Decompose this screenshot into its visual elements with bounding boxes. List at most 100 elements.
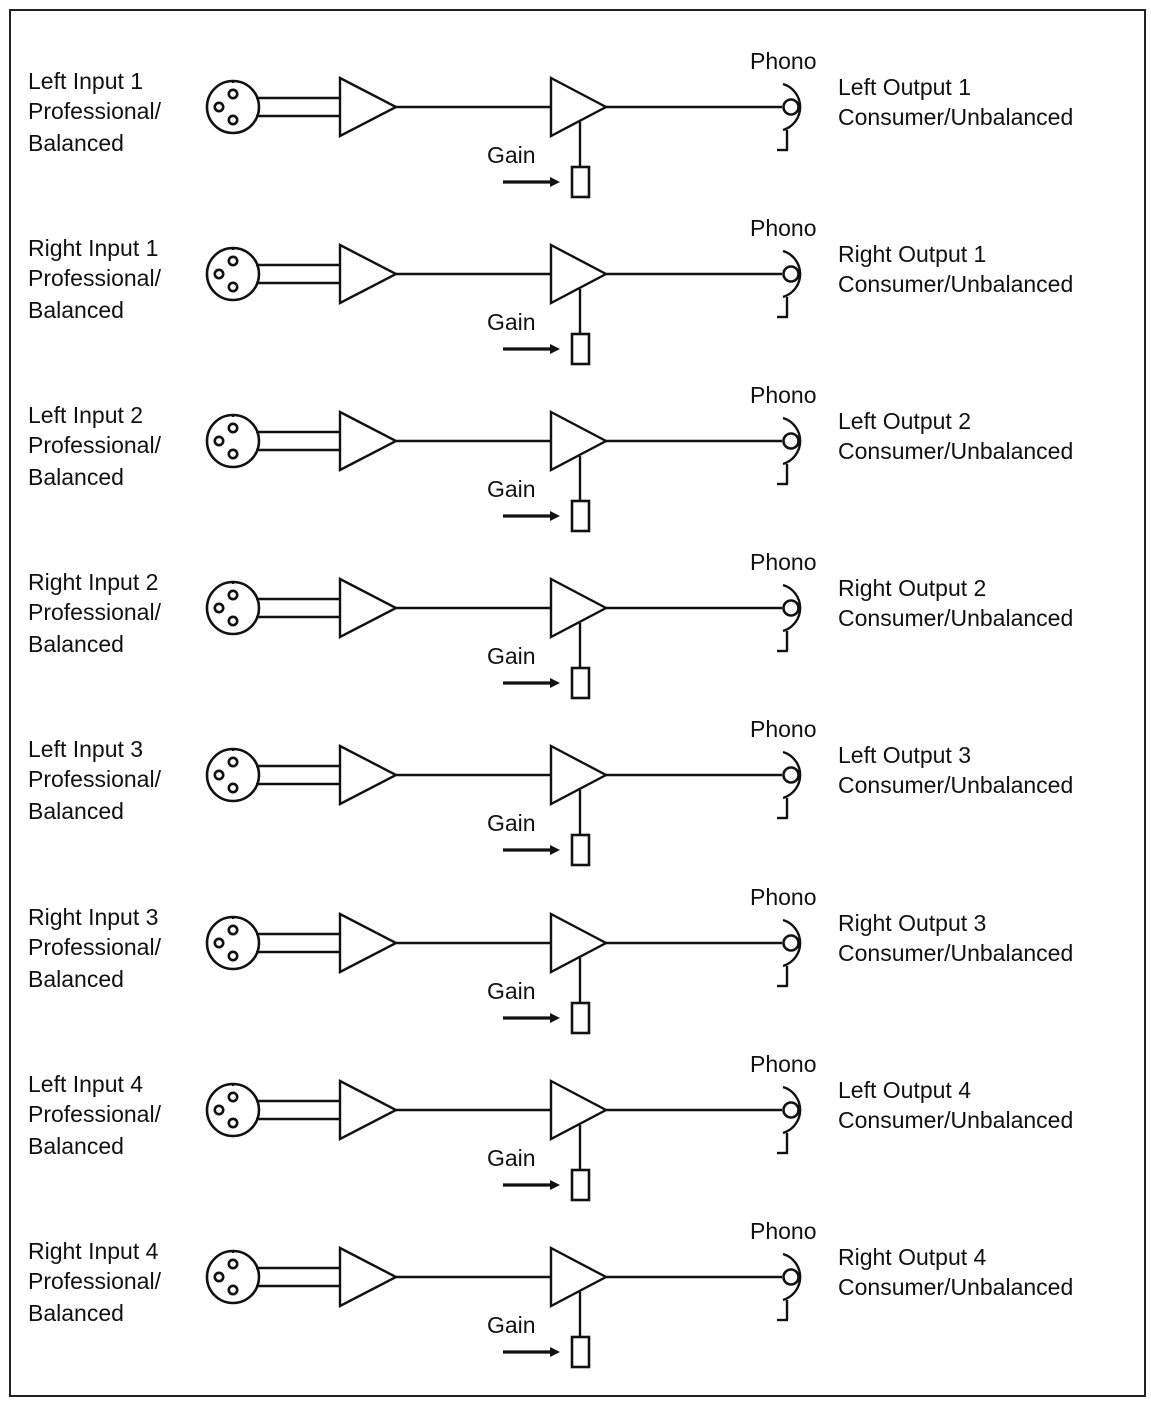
output-name-label: Left Output 4 xyxy=(838,1077,971,1103)
amplifier-icon xyxy=(338,243,399,305)
xlr-connector-icon xyxy=(205,79,261,135)
output-type-label: Consumer/Unbalanced xyxy=(838,438,1073,464)
output-name-label: Left Output 1 xyxy=(838,74,971,100)
input-type-label: Balanced xyxy=(28,798,124,824)
input-type-label: Professional/ xyxy=(28,599,162,625)
gain-control-icon xyxy=(570,332,591,366)
gain-label: Gain xyxy=(487,476,536,502)
input-type-label: Balanced xyxy=(28,297,124,323)
channel-row: Right Input 2 Professional/Balanced Gain Ph… xyxy=(28,549,1073,700)
phono-jack-icon xyxy=(777,416,802,486)
input-name-label: Right Input 3 xyxy=(28,904,158,930)
phono-jack-icon xyxy=(777,750,802,820)
amplifier-icon xyxy=(338,912,399,974)
output-name-label: Right Output 4 xyxy=(838,1244,987,1270)
amplifier-icon xyxy=(338,410,399,472)
phono-label: Phono xyxy=(750,884,817,910)
output-type-label: Consumer/Unbalanced xyxy=(838,271,1073,297)
gain-control-icon xyxy=(570,1001,591,1035)
xlr-connector-icon xyxy=(205,580,261,636)
phono-jack-icon xyxy=(777,1085,802,1155)
amplifier-icon xyxy=(338,76,399,138)
amplifier-icon xyxy=(338,744,399,806)
phono-jack-icon xyxy=(777,583,802,653)
output-type-label: Consumer/Unbalanced xyxy=(838,1107,1073,1133)
input-name-label: Left Input 3 xyxy=(28,736,143,762)
output-name-label: Right Output 1 xyxy=(838,241,986,267)
input-name-label: Right Input 1 xyxy=(28,235,158,261)
channel-row: Left Input 2 Professional/Balanced Gain Pho… xyxy=(28,382,1073,533)
gain-label: Gain xyxy=(487,1145,536,1171)
input-type-label: Professional/ xyxy=(28,265,162,291)
amplifier-icon xyxy=(549,1246,609,1308)
input-name-label: Left Input 4 xyxy=(28,1071,143,1097)
output-type-label: Consumer/Unbalanced xyxy=(838,940,1073,966)
input-type-label: Professional/ xyxy=(28,934,162,960)
channel-row: Left Input 4 Professional/Balanced Gain Pho… xyxy=(28,1051,1073,1202)
channel-row: Left Input 3 Professional/Balanced Gain Pho… xyxy=(28,716,1073,867)
amplifier-icon xyxy=(549,410,609,472)
gain-control-icon xyxy=(570,165,591,199)
amplifier-icon xyxy=(549,76,609,138)
input-type-label: Professional/ xyxy=(28,432,162,458)
output-type-label: Consumer/Unbalanced xyxy=(838,605,1073,631)
output-type-label: Consumer/Unbalanced xyxy=(838,104,1073,130)
input-name-label: Left Input 1 xyxy=(28,68,143,94)
amplifier-icon xyxy=(549,1079,609,1141)
amplifier-icon xyxy=(338,577,399,639)
gain-control-icon xyxy=(570,666,591,700)
phono-label: Phono xyxy=(750,1051,817,1077)
amplifier-icon xyxy=(338,1246,399,1308)
input-type-label: Balanced xyxy=(28,464,124,490)
phono-label: Phono xyxy=(750,1218,817,1244)
output-name-label: Left Output 2 xyxy=(838,408,971,434)
amplifier-icon xyxy=(338,1079,399,1141)
phono-label: Phono xyxy=(750,215,817,241)
gain-label: Gain xyxy=(487,810,536,836)
input-type-label: Balanced xyxy=(28,130,124,156)
input-type-label: Balanced xyxy=(28,1300,124,1326)
xlr-connector-icon xyxy=(205,915,261,971)
input-type-label: Professional/ xyxy=(28,1101,162,1127)
gain-label: Gain xyxy=(487,142,536,168)
phono-jack-icon xyxy=(777,918,802,988)
amplifier-icon xyxy=(549,912,609,974)
gain-control-icon xyxy=(570,1168,591,1202)
output-name-label: Right Output 2 xyxy=(838,575,986,601)
input-type-label: Professional/ xyxy=(28,98,162,124)
phono-label: Phono xyxy=(750,549,817,575)
amplifier-icon xyxy=(549,577,609,639)
xlr-connector-icon xyxy=(205,413,261,469)
gain-control-icon xyxy=(570,1335,591,1369)
output-name-label: Left Output 3 xyxy=(838,742,971,768)
output-type-label: Consumer/Unbalanced xyxy=(838,772,1073,798)
input-type-label: Balanced xyxy=(28,631,124,657)
input-type-label: Balanced xyxy=(28,1133,124,1159)
input-name-label: Right Input 2 xyxy=(28,569,158,595)
input-type-label: Professional/ xyxy=(28,766,162,792)
gain-label: Gain xyxy=(487,643,536,669)
input-type-label: Balanced xyxy=(28,966,124,992)
xlr-connector-icon xyxy=(205,1249,261,1305)
phono-jack-icon xyxy=(777,82,802,152)
gain-label: Gain xyxy=(487,1312,536,1338)
xlr-connector-icon xyxy=(205,747,261,803)
amplifier-icon xyxy=(549,744,609,806)
input-type-label: Professional/ xyxy=(28,1268,162,1294)
gain-label: Gain xyxy=(487,978,536,1004)
gain-control-icon xyxy=(570,833,591,867)
channel-row: Right Input 1 Professional/Balanced Gain Ph… xyxy=(28,215,1073,366)
xlr-connector-icon xyxy=(205,246,261,302)
diagram-frame xyxy=(9,9,1146,1397)
phono-label: Phono xyxy=(750,382,817,408)
channel-row: Right Input 3 Professional/Balanced Gain Ph… xyxy=(28,884,1073,1035)
phono-label: Phono xyxy=(750,716,817,742)
input-name-label: Left Input 2 xyxy=(28,402,143,428)
gain-control-icon xyxy=(570,499,591,533)
gain-label: Gain xyxy=(487,309,536,335)
output-type-label: Consumer/Unbalanced xyxy=(838,1274,1073,1300)
